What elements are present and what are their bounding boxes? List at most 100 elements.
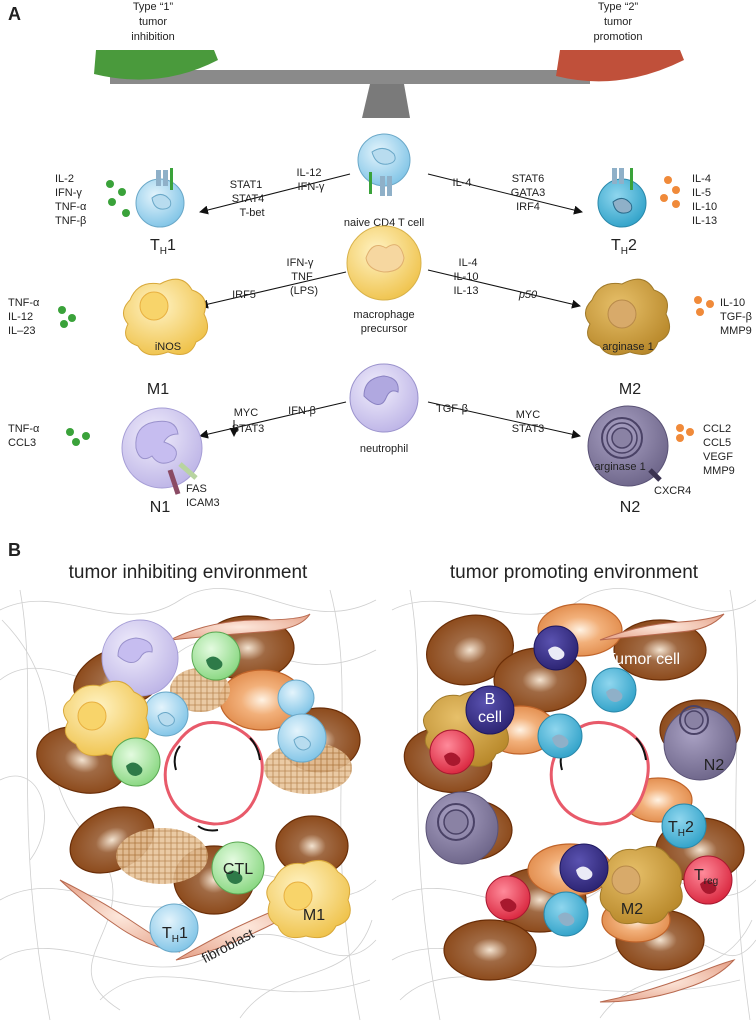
treg-env-label: Treg [694,867,718,887]
type2-label-line3: promotion [594,31,643,43]
m2-factor-1: p50 [518,289,538,301]
n2-cytokine-3: VEGF [703,451,733,463]
th1-cytokine-4: TNF-β [55,215,86,227]
m1-signal-3: (LPS) [290,285,318,297]
n2-cytokine-dots [676,424,694,442]
m2-cytokine-dots [694,296,714,316]
neutrophil-cell [349,363,419,433]
arrow-to-th2 [427,173,583,215]
arrow-to-m1 [199,271,347,309]
type1-pan [94,50,218,80]
panel-a-letter: A [8,4,21,24]
right-fibroblasts [599,613,736,1003]
th2-cytokine-2: IL-5 [692,187,711,199]
m2-env-label: M2 [621,901,643,918]
th1-name: TH1 [150,237,176,257]
n2-cytokine-4: MMP9 [703,465,735,477]
type1-label-line1: Type “1” [133,1,174,13]
n2-factor-1: MYC [516,409,541,421]
balance-scale: Type “1” tumor inhibition Type “2” tumor… [94,1,684,118]
tumor-cell-label: Tumor cell [606,651,680,668]
th2-factor-3: IRF4 [516,201,540,213]
m1-cytokine-3: IL–23 [8,325,36,337]
macrophage-precursor-label-1: macrophage [353,309,414,321]
m2-cytokine-2: TGF-β [720,311,752,323]
th2-factor-1: STAT6 [512,173,545,185]
th1-factor-2: STAT4 [232,193,265,205]
m2-signal-2: IL-10 [453,271,478,283]
th1-factor-1: STAT1 [230,179,263,191]
n1-signal-1: IFN-β [288,405,316,417]
n2-cell [587,405,669,487]
th2-name: TH2 [611,237,637,257]
left-blood-vessel [163,720,264,832]
n1-name: N1 [150,499,171,516]
n1-factor-1: MYC [234,407,259,419]
n1-cytokine-2: CCL3 [8,437,36,449]
th1-cytokine-2: IFN-γ [55,187,82,199]
m2-inner-label: arginase 1 [602,341,653,353]
arrow-to-n1 [199,401,347,439]
arrow-to-n2 [427,401,581,439]
balance-beam [110,70,590,84]
n2-signal-1: TGF-β [436,403,468,415]
th2-cytokine-dots [660,176,680,208]
th2-signal-1: IL-4 [453,177,472,189]
type1-label-line3: inhibition [131,31,174,43]
type2-label-line1: Type “2” [598,1,639,13]
th1-factor-3: T-bet [239,207,264,219]
n2-factor-2: STAT3 [512,423,545,435]
n1-factor-2: STAT3 [232,423,265,435]
n2-cytokine-2: CCL5 [703,437,731,449]
type2-pan [556,50,684,82]
th2-env-label: TH2 [668,819,694,839]
macrophage-precursor [346,225,422,301]
m1-cytokine-1: TNF-α [8,297,40,309]
th2-cytokine-4: IL-13 [692,215,717,227]
n1-marker-2: ICAM3 [186,497,220,509]
th1-signal-2: IFN-γ [298,181,325,193]
n1-cytokine-dots [66,428,90,446]
left-immune-cells [63,619,351,953]
ctl-label: CTL [223,861,253,878]
th2-cytokine-1: IL-4 [692,173,711,185]
b-cell-label-line1: B [485,691,496,708]
th1-cytokine-dots [106,180,130,217]
m1-cytokine-dots [58,306,76,328]
inhibiting-title: tumor inhibiting environment [69,562,308,583]
type1-label-line2: tumor [139,16,167,28]
m2-cytokine-1: IL-10 [720,297,745,309]
m2-signal-1: IL-4 [459,257,478,269]
n2-marker-1: CXCR4 [654,485,691,497]
th1-cell [135,168,185,228]
naive-cd4-t-cell [357,133,411,196]
m1-cell [123,278,209,356]
m1-signal-2: TNF [291,271,313,283]
th1-signal-1: IL-12 [296,167,321,179]
th2-cytokine-3: IL-10 [692,201,717,213]
th1-env-label: TH1 [162,925,188,945]
m1-env-label: M1 [303,907,325,924]
right-immune-cells [423,625,737,937]
th2-factor-2: GATA3 [511,187,545,199]
balance-fulcrum [362,84,410,118]
n1-marker-1: FAS [186,483,207,495]
m2-signal-3: IL-13 [453,285,478,297]
row-t-cells: naive CD4 T cell IL-12 IFN-γ STAT1 STAT4… [55,133,717,257]
type2-label-line2: tumor [604,16,632,28]
arrow-to-th1 [199,173,351,215]
m1-signal-1: IFN-γ [287,257,314,269]
row-neutrophils: neutrophil IFN-β MYC STAT3 TGF-β MYC STA… [8,363,735,516]
n1-cell [121,407,203,495]
m1-factor-1: IRF5 [232,289,256,301]
arrow-to-m2 [427,269,581,309]
panel-b-letter: B [8,540,21,560]
m2-name: M2 [619,381,641,398]
n2-inner-label: arginase 1 [594,461,645,473]
promoting-title: tumor promoting environment [450,562,699,583]
m1-cytokine-2: IL-12 [8,311,33,323]
n2-env-label: N2 [704,757,725,774]
macrophage-precursor-label-2: precursor [361,323,408,335]
naive-cd4-label: naive CD4 T cell [344,217,424,229]
